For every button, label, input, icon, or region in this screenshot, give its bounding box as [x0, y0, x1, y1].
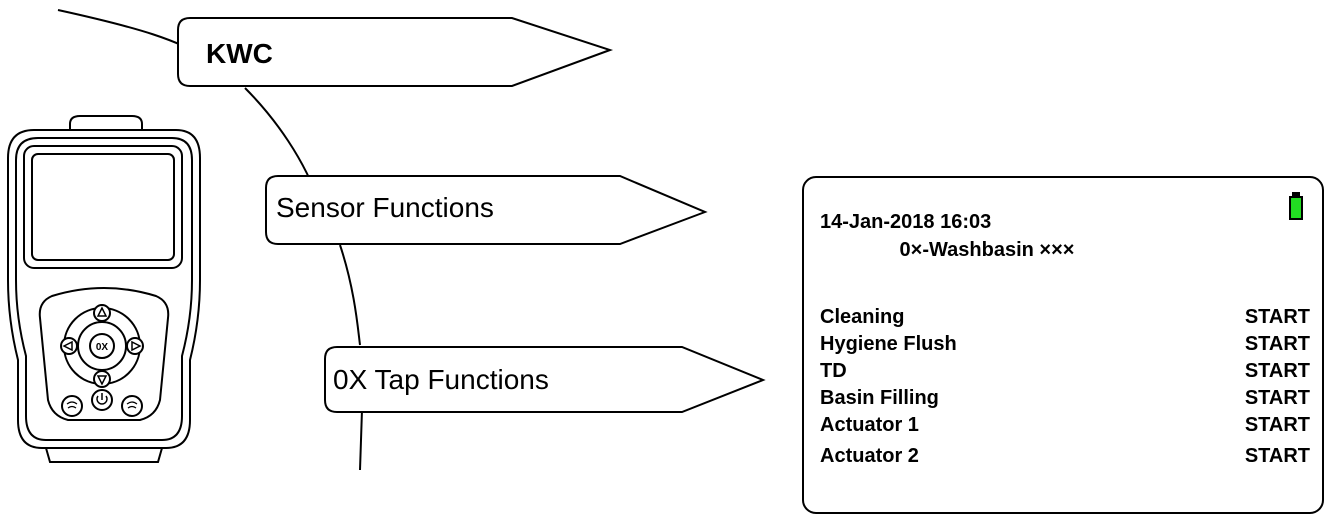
battery-level [1291, 198, 1301, 218]
function-row-basin-filling[interactable]: Basin Filling START [820, 385, 1310, 412]
right-soft-icon [126, 401, 138, 409]
handheld-device [7, 115, 201, 463]
right-button[interactable] [126, 337, 144, 355]
device-foot [44, 447, 164, 463]
function-row-actuator-1[interactable]: Actuator 1 START [820, 412, 1310, 439]
power-icon [96, 393, 108, 405]
start-button[interactable]: START [1244, 333, 1310, 355]
menu-tag-label: Sensor Functions [276, 192, 494, 223]
function-row-hygiene-flush[interactable]: Hygiene Flush START [820, 331, 1310, 358]
down-button[interactable] [93, 370, 111, 388]
function-list: Cleaning START Hygiene Flush START TD ST… [820, 304, 1310, 470]
menu-tag-label: 0X Tap Functions [333, 364, 549, 395]
left-button[interactable] [60, 337, 78, 355]
device-screen-panel: 14-Jan-2018 16:03 0×-Washbasin ××× Clean… [802, 176, 1324, 514]
menu-tag-label: KWC [206, 38, 273, 69]
function-row-cleaning[interactable]: Cleaning START [820, 304, 1310, 331]
device-body-inner [15, 137, 193, 441]
menu-tag-0x-tap-functions[interactable]: 0X Tap Functions [324, 346, 766, 413]
device-screen [31, 153, 175, 261]
device-name: 0×-Washbasin ××× [899, 239, 1075, 261]
start-button[interactable]: START [1244, 445, 1310, 467]
left-soft-icon [66, 401, 78, 409]
menu-tag-sensor-functions[interactable]: Sensor Functions [265, 175, 708, 245]
connector-arc [57, 9, 363, 471]
datetime: 14-Jan-2018 16:03 [820, 211, 992, 233]
start-button[interactable]: START [1244, 414, 1310, 436]
right-arrow-icon [131, 340, 142, 352]
function-row-actuator-2[interactable]: Actuator 2 START [820, 443, 1310, 470]
battery-icon [1289, 192, 1303, 220]
down-arrow-icon [96, 375, 108, 386]
function-label: Basin Filling [820, 387, 939, 409]
function-label: Cleaning [820, 306, 905, 328]
ok-button[interactable] [89, 333, 115, 359]
menu-tag-shape [265, 175, 708, 245]
menu-tag-shape [324, 346, 766, 413]
up-arrow-icon [96, 306, 108, 317]
function-label: TD [820, 360, 847, 382]
function-label: Actuator 2 [820, 445, 919, 467]
start-button[interactable]: START [1244, 387, 1310, 409]
menu-tag-shape [177, 17, 614, 87]
start-button[interactable]: START [1244, 360, 1310, 382]
start-button[interactable]: START [1244, 306, 1310, 328]
function-label: Hygiene Flush [820, 333, 957, 355]
device-keypad-outline [38, 287, 170, 421]
up-button[interactable] [93, 304, 111, 322]
function-row-td[interactable]: TD START [820, 358, 1310, 385]
function-label: Actuator 1 [820, 414, 919, 436]
ok-button-label: 0X [96, 342, 109, 353]
left-arrow-icon [62, 340, 73, 352]
menu-tag-kwc[interactable]: KWC [177, 17, 614, 87]
